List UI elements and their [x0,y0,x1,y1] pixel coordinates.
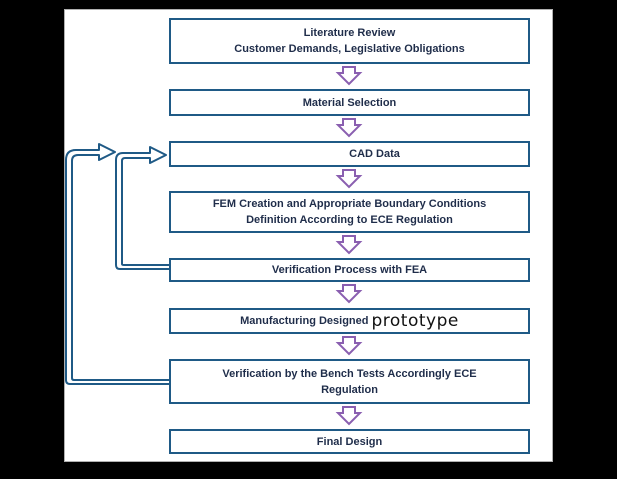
step-bench-tests-line2: Regulation [321,383,378,396]
step-literature-review-line2: Customer Demands, Legislative Obligation… [234,43,465,55]
down-arrow-icon [335,284,363,304]
step-material-selection-label: Material Selection [302,96,397,109]
step-literature-review: Literature Review Customer Demands, Legi… [169,18,530,64]
down-arrow-icon [335,406,363,426]
down-arrow-icon [335,118,363,138]
step-fem-creation-line1: FEM Creation and Appropriate Boundary Co… [212,198,487,210]
step-verification-fea: Verification Process with FEA [169,258,530,282]
step-final-design-label: Final Design [316,435,383,448]
step-manufacturing-prototype: Manufacturing Designed prototype [169,308,530,334]
step-cad-data-label: CAD Data [349,148,400,160]
step-verification-fea-label: Verification Process with FEA [271,264,428,276]
step-bench-tests-line1: Verification by the Bench Tests Accordin… [222,367,477,380]
step-final-design: Final Design [169,429,530,454]
down-arrow-icon [335,336,363,356]
step-fem-creation-line2: Definition According to ECE Regulation [246,214,453,226]
step-manufacturing-label: Manufacturing Designed [240,315,369,327]
step-prototype-label: prototype [371,311,459,331]
step-literature-review-line1: Literature Review [303,27,396,39]
step-bench-tests: Verification by the Bench Tests Accordin… [169,359,530,404]
step-fem-creation: FEM Creation and Appropriate Boundary Co… [169,191,530,233]
step-material-selection: Material Selection [169,89,530,116]
down-arrow-icon [335,235,363,255]
down-arrow-icon [335,169,363,189]
feedback-arrow-fea-icon [115,146,169,270]
step-cad-data: CAD Data [169,141,530,167]
feedback-arrow-bench-icon [65,143,169,385]
down-arrow-icon [335,66,363,86]
